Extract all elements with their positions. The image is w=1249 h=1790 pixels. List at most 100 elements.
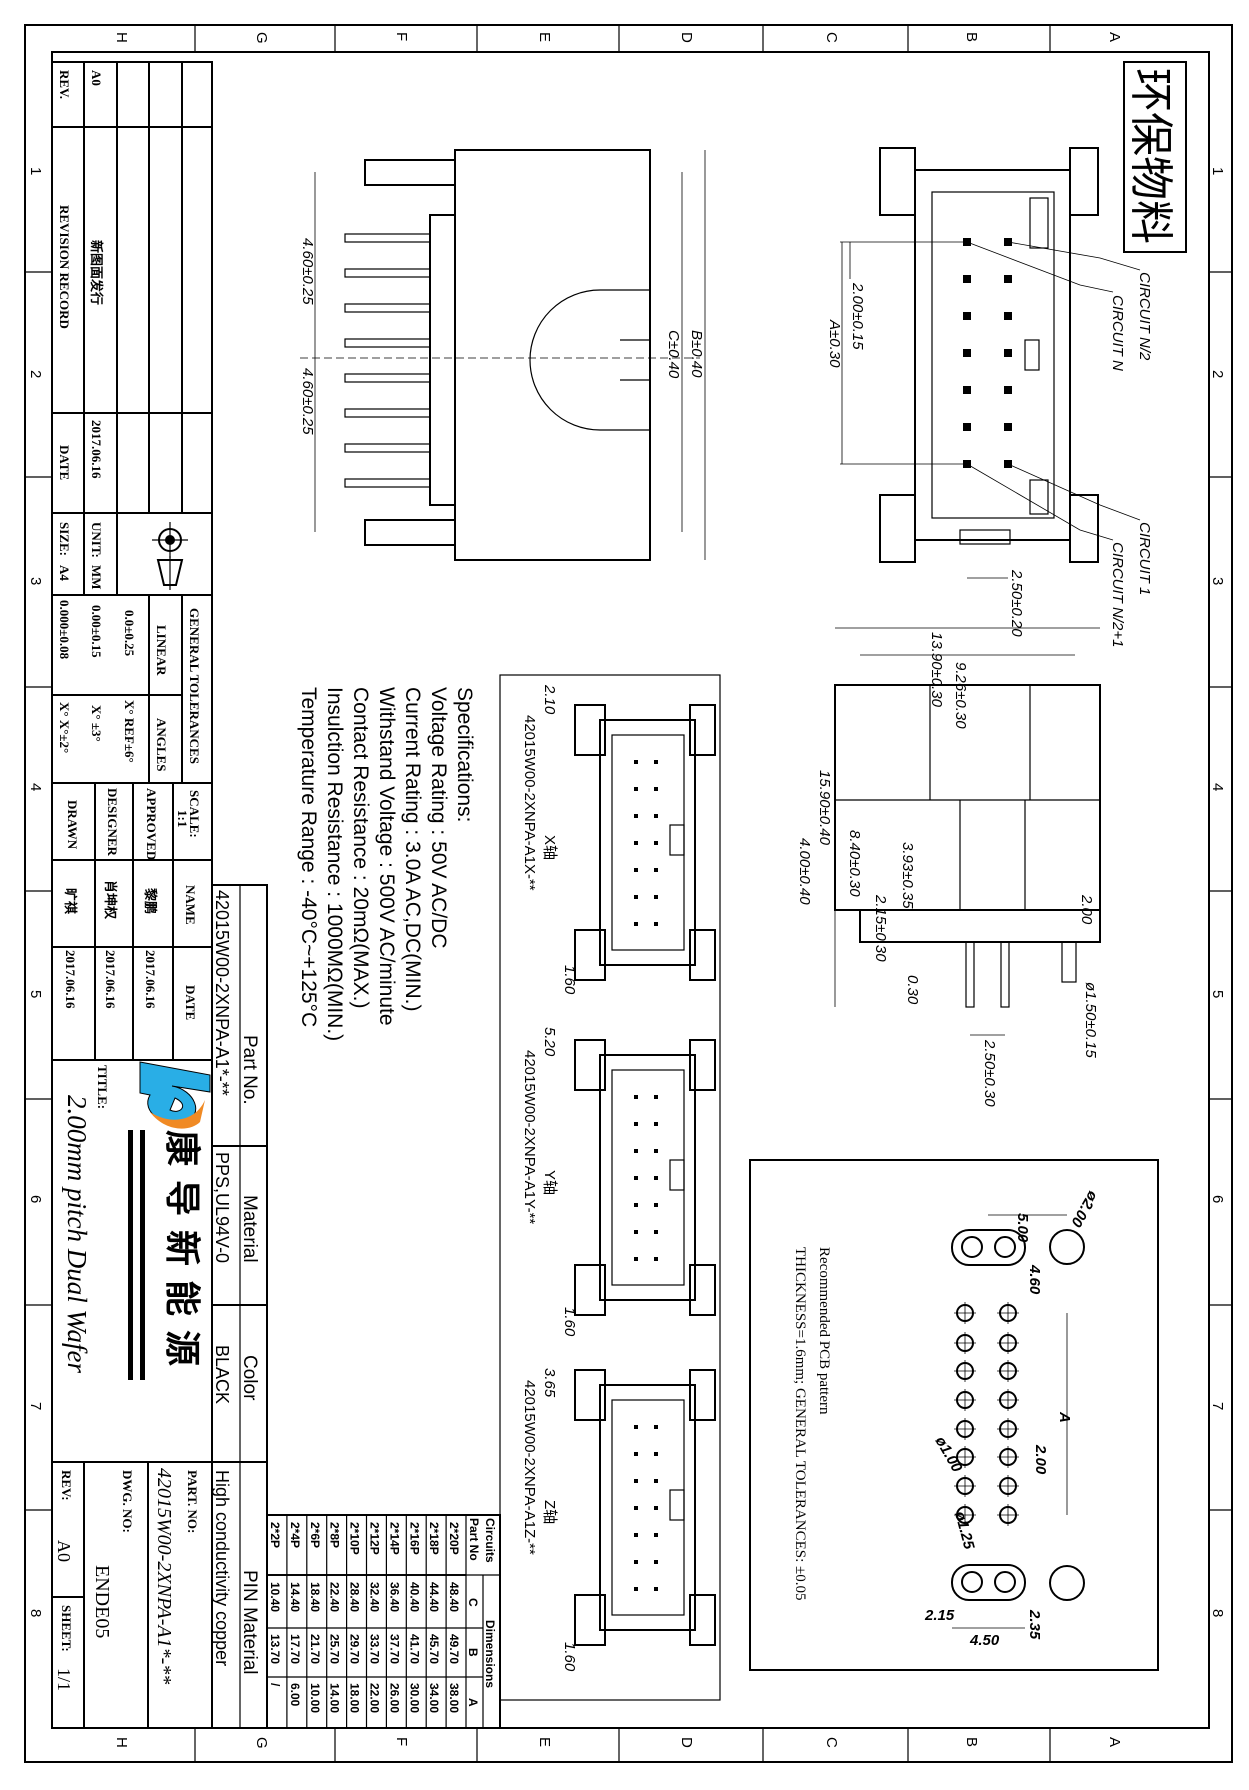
- specs-title: Specifications:: [453, 687, 476, 822]
- axis-view-part-number: 42015W00-2XNPA-A1Y-**: [521, 1050, 538, 1224]
- pin-square: [654, 1560, 658, 1564]
- pcb-dim-dia-2-00: ø2.00: [1067, 1188, 1101, 1230]
- zone-row-label: 1: [1209, 167, 1226, 175]
- housing-cavity: [611, 1069, 685, 1286]
- zone-column-label: B: [963, 32, 980, 42]
- title-label: TITLE:: [95, 1065, 110, 1109]
- cell-c: 18.40: [308, 1582, 322, 1612]
- zone-row-label: 5: [1209, 990, 1226, 998]
- header-a: A: [466, 1698, 480, 1707]
- dim-pin-right: 4.60±0.25: [299, 368, 316, 435]
- cell-a: 34.00: [427, 1683, 441, 1713]
- zone-column-label: F: [393, 1737, 410, 1746]
- dim-offset: 2.50±0.20: [1008, 569, 1025, 637]
- eco-material-stamp: 环保物料: [1123, 61, 1187, 253]
- pin-square: [654, 1479, 658, 1483]
- spec-insulation: Insulction Resistance : 1000MΩ(MIN.): [323, 687, 346, 1041]
- pin-square: [963, 349, 971, 357]
- pcb-dim-4-60: 4.60: [1026, 1264, 1043, 1295]
- dim-2-15: 2.15±0.30: [872, 894, 889, 962]
- color-label: Color: [239, 1355, 260, 1401]
- pin-square: [634, 1533, 638, 1537]
- zone-row-label: 3: [27, 577, 44, 585]
- pcb-dim-a: A: [1056, 1411, 1073, 1423]
- axis-view-dim-top: 2.10: [541, 684, 558, 715]
- zone-column-label: D: [678, 32, 695, 43]
- approved-date: 2017.06.16: [143, 950, 158, 1009]
- pin-square: [654, 1506, 658, 1510]
- pin-square: [634, 895, 638, 899]
- pin-square: [963, 312, 971, 320]
- dim-a: A±0.30: [826, 319, 843, 368]
- header-part-no: Part No: [467, 1518, 481, 1561]
- part-no-block-label: PART. NO:: [185, 1470, 200, 1533]
- cell-part-no: 2*2P: [268, 1522, 282, 1548]
- key: [669, 824, 685, 856]
- rev-block-value: A0: [54, 1540, 74, 1562]
- pin-square: [654, 922, 658, 926]
- scale-label: SCALE:: [187, 790, 202, 838]
- label-circuit-n2-plus-1: CIRCUIT N/2+1: [1109, 542, 1126, 647]
- cell-part-no: 2*20P: [447, 1522, 461, 1555]
- zone-row-label: 3: [1209, 577, 1226, 585]
- zone-column-label: H: [113, 32, 130, 43]
- mount-bracket: [689, 1594, 716, 1646]
- angle-tol-2: X° ±3°: [89, 705, 104, 742]
- header-b: B: [466, 1648, 480, 1657]
- mount-bracket: [574, 704, 606, 756]
- mount-bracket: [574, 1039, 606, 1091]
- zone-row-label: 8: [1209, 1609, 1226, 1617]
- axis-view-label: Y轴: [541, 1170, 558, 1195]
- cell-part-no: 2*18P: [427, 1522, 441, 1555]
- pin-square: [654, 841, 658, 845]
- header-circuits: Circuits: [483, 1518, 497, 1563]
- housing-cavity: [611, 1399, 685, 1616]
- cell-a: 22.00: [368, 1683, 382, 1713]
- zone-column-label: A: [1106, 32, 1123, 42]
- cell-part-no: 2*12P: [368, 1522, 382, 1555]
- cell-b: 33.70: [368, 1634, 382, 1664]
- cell-part-no: 2*8P: [328, 1522, 342, 1548]
- pcb-note: THICKNESS=1.6mm; GENERAL TOLERANCES: ±0.…: [792, 1247, 808, 1601]
- cell-part-no: 2*16P: [407, 1522, 421, 1555]
- part-no-value: 42015W00-2XNPA-A1*-**: [212, 890, 232, 1096]
- designer-date: 2017.06.16: [103, 950, 118, 1009]
- pin-square: [1004, 349, 1012, 357]
- label-circuit-n: CIRCUIT N: [1109, 295, 1126, 371]
- pin-square: [634, 1506, 638, 1510]
- zone-row-label: 5: [27, 990, 44, 998]
- pin-square: [634, 787, 638, 791]
- dim-post-dia: ø1.50±0.15: [1082, 982, 1099, 1058]
- cell-b: 17.70: [288, 1634, 302, 1664]
- pcb-pattern: Recommended PCB pattern THICKNESS=1.6mm;…: [749, 1159, 1159, 1671]
- dim-pitch: 2.00±0.15: [849, 282, 866, 350]
- pcb-dim-2-35: 2.35: [1026, 1609, 1043, 1640]
- pin-square: [654, 1533, 658, 1537]
- pin-square: [634, 1122, 638, 1126]
- cell-a: 18.00: [348, 1683, 362, 1713]
- dim-pin-left: 4.60±0.25: [299, 238, 316, 305]
- pin-square: [634, 922, 638, 926]
- unit-label: UNIT:: [89, 522, 104, 558]
- dim-height-overall: 15.90±0.40: [816, 770, 833, 846]
- cell-part-no: 2*14P: [387, 1522, 401, 1555]
- zone-column-label: E: [536, 1737, 553, 1747]
- axis-view: 42015W00-2XNPA-A1Z-**Z轴3.651.60: [521, 1368, 716, 1672]
- mount-bracket: [689, 1369, 716, 1421]
- pcb-dim-5-00: 5.00: [1014, 1213, 1031, 1243]
- pcb-hole-grid: [954, 1302, 1019, 1526]
- cell-b: 29.70: [348, 1634, 362, 1664]
- axis-view-label: Z轴: [541, 1500, 558, 1524]
- date-label: DATE: [57, 445, 72, 480]
- pin: [344, 443, 431, 453]
- sheet-value: 1/1: [54, 1668, 74, 1691]
- angle-tol-3: X° X°±2°: [57, 702, 72, 753]
- cell-b: 25.70: [328, 1634, 342, 1664]
- axis-view-dim-bottom: 1.60: [561, 965, 578, 995]
- cell-a: 14.00: [328, 1683, 342, 1713]
- mount-bracket: [574, 929, 606, 981]
- zone-row-label: 6: [1209, 1195, 1226, 1203]
- pin-square: [654, 1176, 658, 1180]
